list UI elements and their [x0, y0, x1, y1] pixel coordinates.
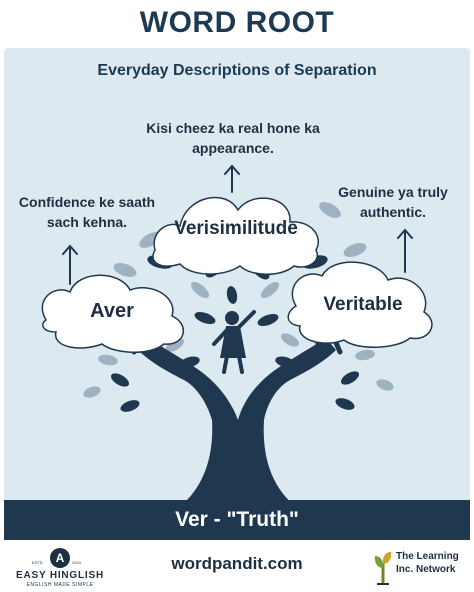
learning-network-logo: The Learning Inc. Network [372, 548, 472, 588]
learning-network-text: The Learning Inc. Network [396, 550, 472, 576]
site-link[interactable]: wordpandit.com [171, 554, 303, 573]
word-aver: Aver [90, 300, 134, 322]
cloud-icon [287, 261, 433, 348]
logo-line2: Inc. Network [396, 564, 456, 575]
description-aver: Confidence ke saath sach kehna. [18, 194, 156, 230]
root-label: Ver - "Truth" [175, 508, 299, 531]
word-verisimilitude: Verisimilitude [174, 218, 298, 239]
sprout-icon [374, 552, 392, 585]
arrow-up-icon [397, 228, 413, 273]
logo-year: 2024 [72, 560, 81, 565]
leaves-light [83, 202, 394, 398]
cloud-icon [152, 196, 319, 275]
page-title: WORD ROOT [139, 6, 335, 39]
description-veritable: Genuine ya truly authentic. [338, 184, 448, 220]
root-band [4, 500, 470, 540]
arrow-up-icon [62, 244, 78, 285]
easy-hinglish-logo: A ESTD 2024 EASY HINGLISH ENGLISH MADE S… [14, 546, 106, 590]
logo-brand: EASY HINGLISH [15, 570, 104, 581]
logo-estd: ESTD [32, 560, 43, 565]
tree-trunk [176, 420, 300, 510]
logo-tagline: ENGLISH MADE SIMPLE [26, 582, 94, 588]
logo-mark-icon: A [50, 548, 70, 568]
description-verisimilitude: Kisi cheez ka real hone ka appearance. [146, 120, 320, 156]
logo-line1: The Learning [396, 551, 459, 562]
child-icon [212, 310, 256, 374]
footer: A ESTD 2024 EASY HINGLISH ENGLISH MADE S… [0, 540, 474, 592]
word-veritable: Veritable [323, 294, 403, 315]
subtitle: Everyday Descriptions of Separation [97, 62, 377, 79]
arrow-up-icon [224, 164, 240, 193]
header: WORD ROOT [0, 0, 474, 50]
cloud-icon [41, 274, 185, 353]
